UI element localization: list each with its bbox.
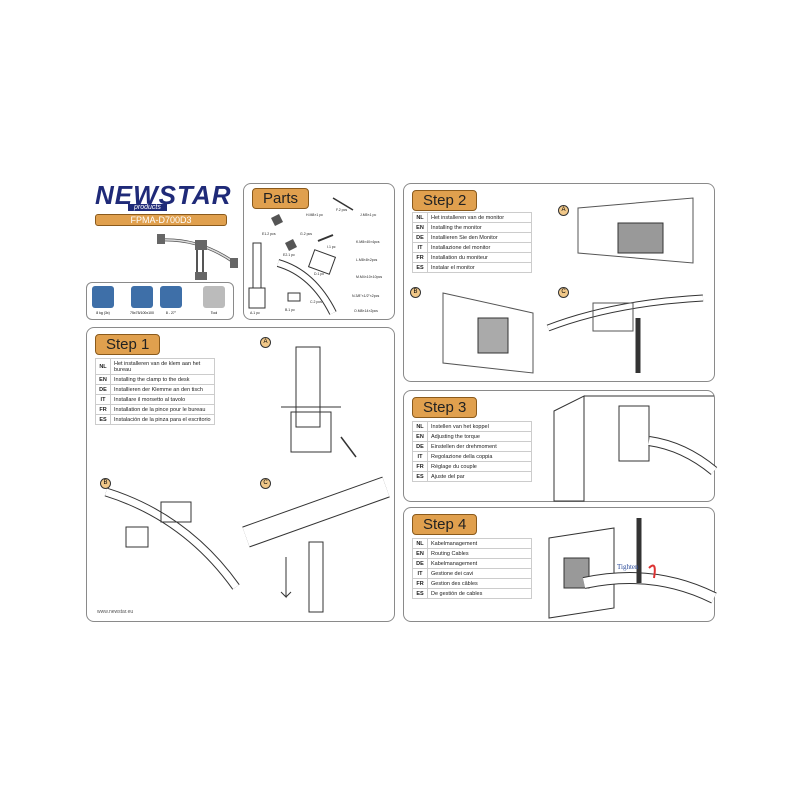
spec-weight: 8 kg (3x) (96, 311, 110, 315)
part-label: O.M8×14×2pcs (354, 309, 378, 313)
lang-code: FR (412, 578, 428, 589)
step3-title: Step 3 (412, 397, 478, 418)
step1-illustration (104, 346, 390, 613)
lang-code: ES (412, 588, 428, 599)
part-label: H.M8×1 pc (306, 213, 324, 217)
lang-code: EN (412, 548, 428, 559)
model-badge: FPMA-D700D3 (95, 214, 227, 226)
part-label: B.1 pc (285, 308, 295, 312)
instruction-text: Kabelmanagement (427, 538, 532, 549)
vesa-icon (131, 286, 153, 308)
lang-code: IT (412, 568, 428, 579)
instruction-text: Ajuste del par (427, 471, 532, 482)
weight-icon (92, 286, 114, 308)
instruction-text: Routing Cables (427, 548, 532, 559)
callout-c: C (260, 478, 271, 489)
step1-title: Step 1 (95, 334, 161, 355)
part-label: K.M8×40×4pcs (356, 240, 380, 244)
lang-code: DE (412, 441, 428, 452)
part-label: G.2 pcs (300, 232, 313, 236)
product-illustration (157, 234, 238, 280)
lang-code: DE (412, 558, 428, 569)
lang-code: IT (412, 451, 428, 462)
instruction-text: Instalar el monitor (427, 262, 532, 273)
footer-url: www.newstar.eu (97, 609, 134, 615)
spec-screen: 8 - 27" (165, 311, 177, 315)
lang-code: EN (412, 431, 428, 442)
callout-c: C (558, 287, 569, 298)
spec-vesa: 75x75/100x100 (130, 311, 154, 315)
part-label: J.M5×1 pc (360, 213, 377, 217)
step4-title: Step 4 (412, 514, 478, 535)
instruction-text: Kabelmanagement (427, 558, 532, 569)
instruction-text: Instellen van het koppel (427, 421, 532, 432)
step2-title: Step 2 (412, 190, 478, 211)
callout-a: A (260, 337, 271, 348)
screen-size-icon (160, 286, 182, 308)
callout-b: B (410, 287, 421, 298)
parts-title: Parts (252, 188, 310, 209)
instruction-text: Gestion des câbles (427, 578, 532, 589)
part-label: D.1 pc (314, 272, 325, 276)
instruction-text: Gestione dei cavi (427, 568, 532, 579)
lang-code: FR (412, 461, 428, 472)
spec-tool: Tool (210, 311, 218, 315)
parts-illustration (248, 197, 354, 315)
part-label: A.1 pc (250, 311, 260, 315)
brand-sub: products (128, 204, 167, 211)
tighten-label: Tighten (617, 563, 639, 571)
part-label: M.M4×10×10pcs (356, 275, 383, 279)
part-label: C.2 pcs (310, 300, 322, 304)
screwdriver-icon (203, 286, 225, 308)
instruction-text: Regolazione della coppia (427, 451, 532, 462)
step3-illustration (553, 395, 718, 502)
part-label: L.M8×8×2pcs (356, 258, 378, 262)
instruction-text: De gestión de cables (427, 588, 532, 599)
part-label: E1.2 pcs (262, 232, 276, 236)
step4-illustration (548, 518, 717, 619)
callout-a: A (558, 205, 569, 216)
lang-code: ES (412, 471, 428, 482)
instruction-text: Réglage du couple (427, 461, 532, 472)
instruction-text: Adjusting the torque (427, 431, 532, 442)
part-label: N.3/8"×1/2"×2pcs (352, 294, 380, 298)
callout-b: B (100, 478, 111, 489)
step2-illustration (442, 197, 704, 374)
part-label: F.2 pcs (336, 208, 348, 212)
lang-code: NL (412, 538, 428, 549)
lang-code: NL (412, 421, 428, 432)
part-label: E2.1 pc (283, 253, 295, 257)
instruction-text: Instalación de la pinza para el escritor… (110, 414, 215, 425)
instruction-text: Einstellen der drehmoment (427, 441, 532, 452)
part-label: I.1 pc (327, 245, 336, 249)
